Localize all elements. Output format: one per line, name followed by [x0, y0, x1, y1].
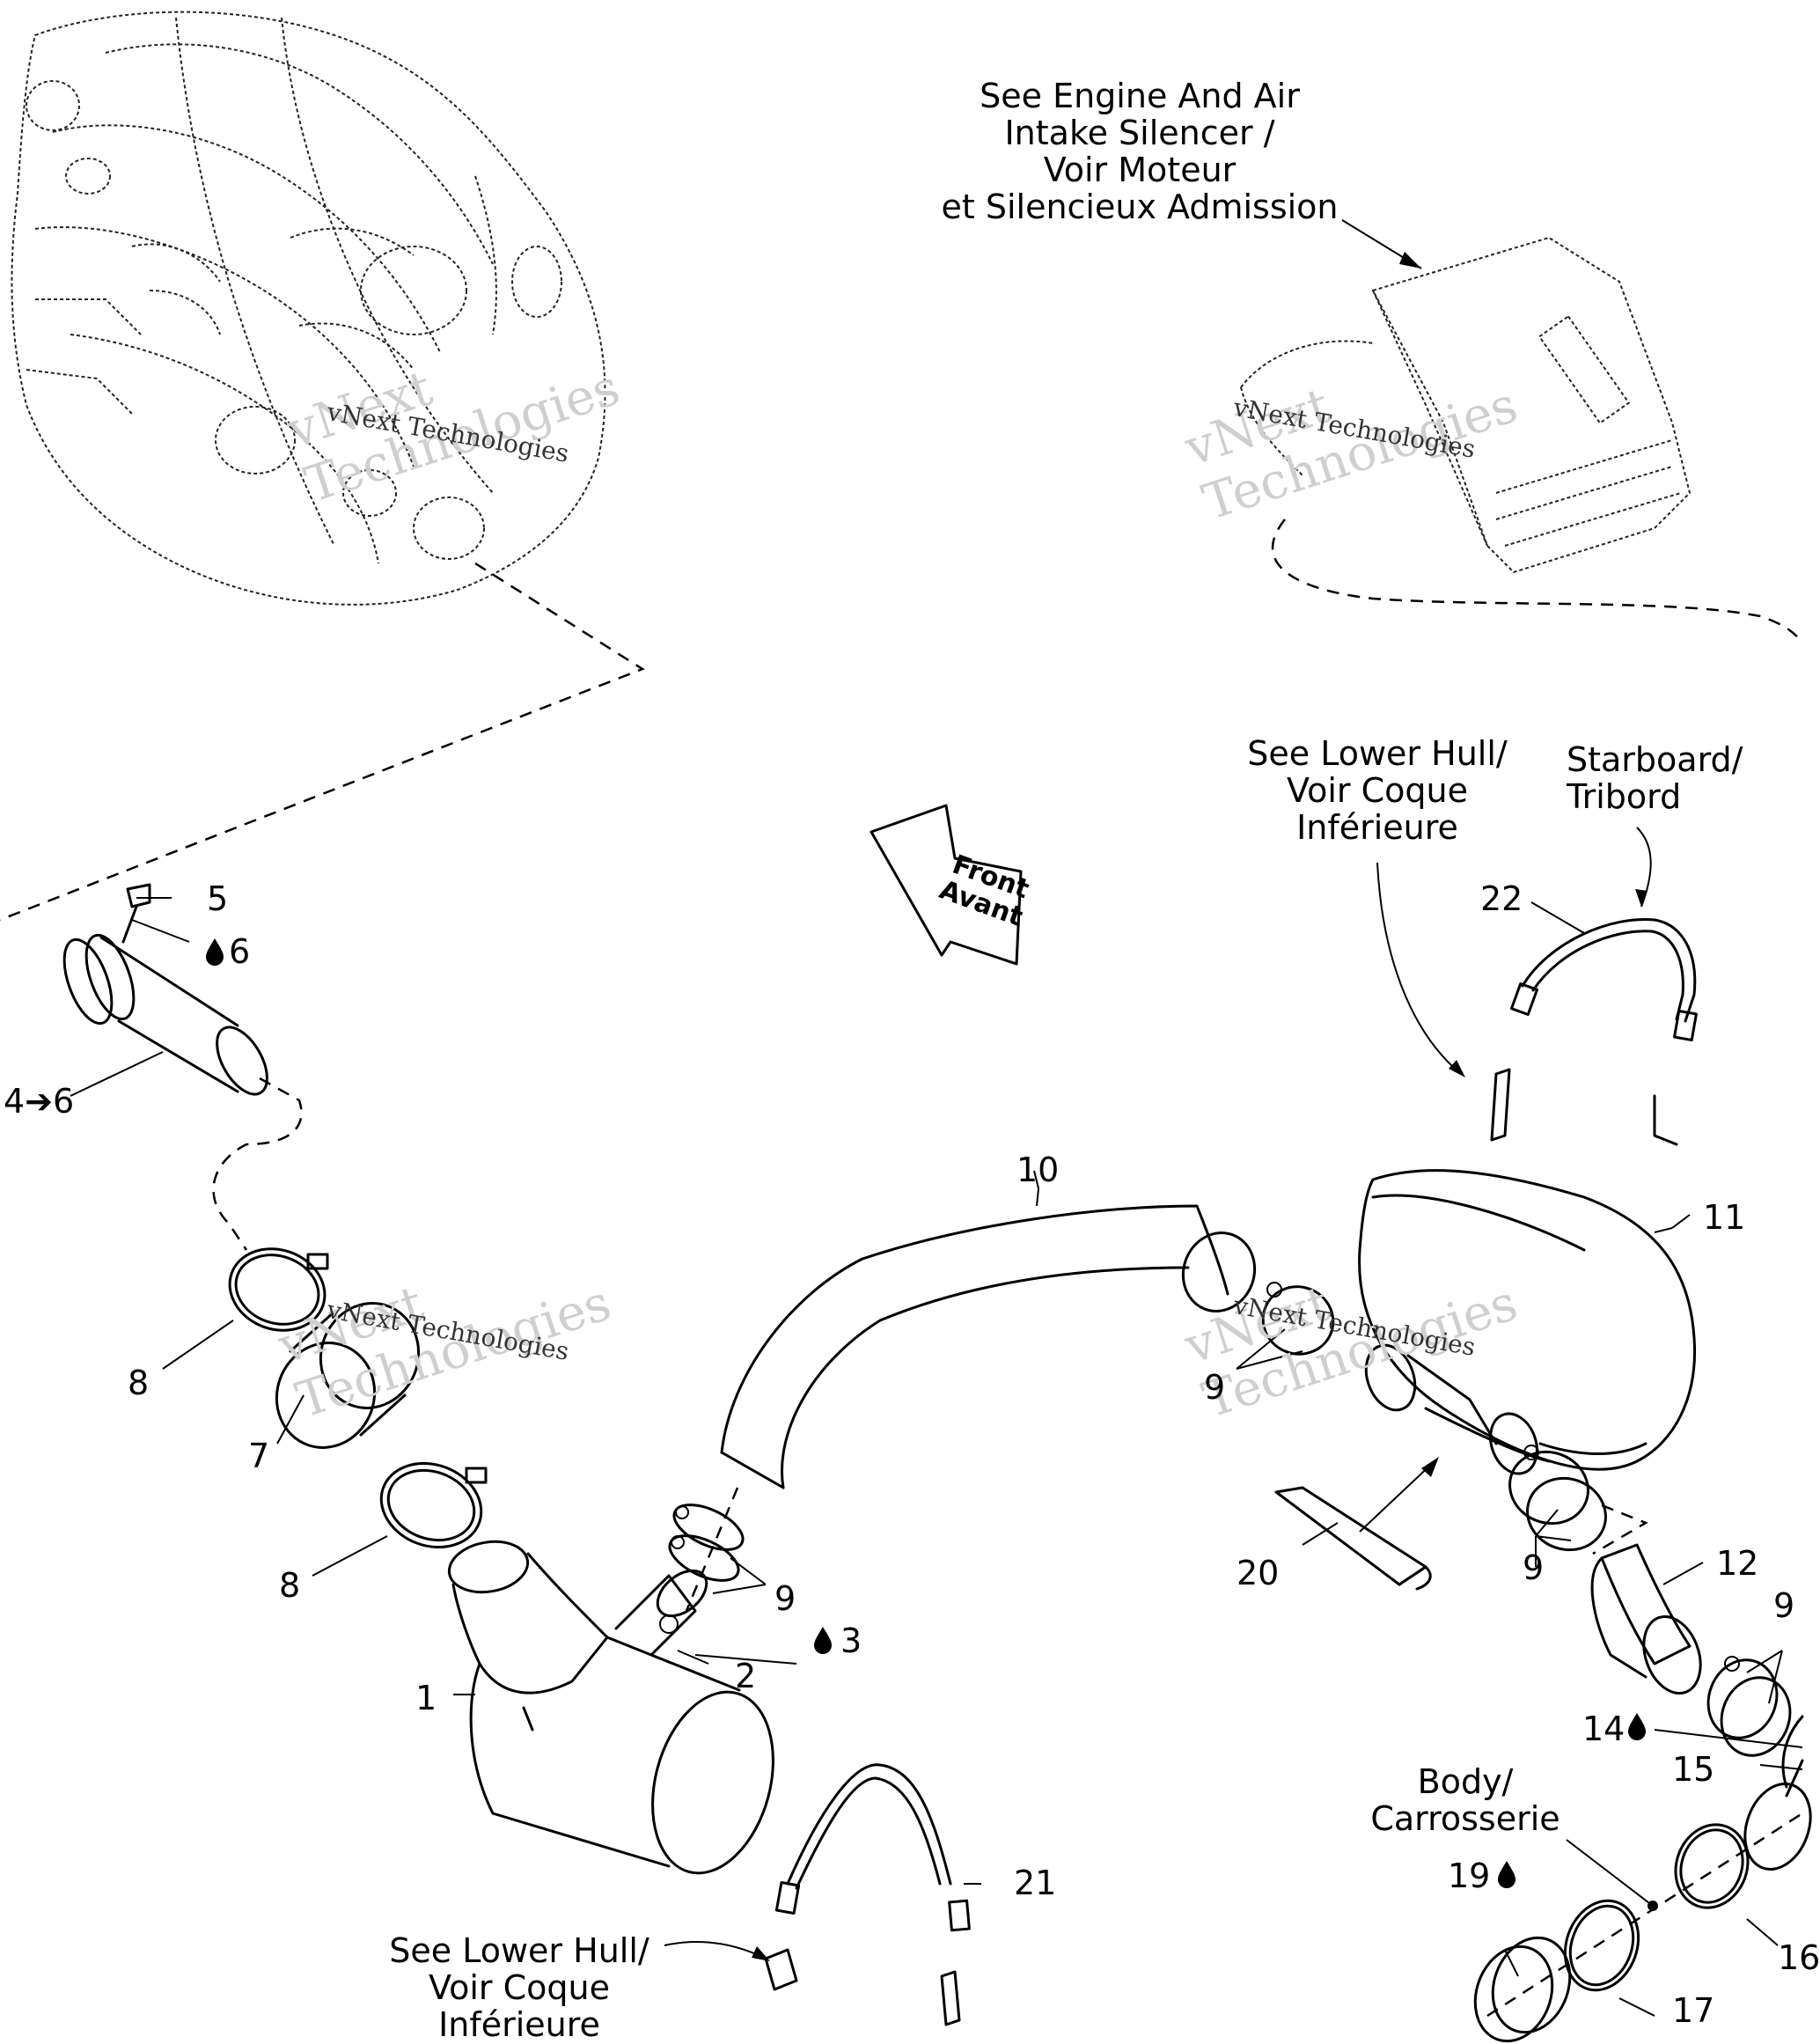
part-16-gasket: [1674, 1823, 1750, 1909]
part-8-clamp-upper: [228, 1247, 329, 1332]
leader-lines: [70, 827, 1803, 2017]
part-9-clamps-center: [668, 1504, 745, 1582]
oil-drop-icon: [814, 1627, 832, 1654]
callout-17: 17: [1672, 1991, 1715, 2030]
part-21-strap: [764, 1763, 971, 2026]
connection-line-4-6: [212, 1077, 303, 1251]
note-lower-hull-bottom: See Lower Hull/ Voir Coque Inférieure: [389, 1931, 649, 2044]
part-10-exhaust-hose: [720, 1204, 1257, 1489]
part-8-clamp-lower: [379, 1461, 488, 1549]
callout-1: 1: [415, 1679, 437, 1717]
callout-11: 11: [1703, 1198, 1746, 1237]
part-20-rubber-strip: [1274, 1486, 1432, 1591]
callout-4-6: 4➔6: [4, 1082, 75, 1121]
oil-drop-icon: [1498, 1861, 1515, 1888]
part-9-clamps-waterbox: [1261, 1282, 1607, 1552]
callout-21: 21: [1014, 1864, 1057, 1902]
part-4-6-outlet-fitting: [62, 883, 268, 1096]
callout-9-right: 9: [1773, 1586, 1795, 1625]
part-7-coupler: [275, 1302, 421, 1449]
callout-12: 12: [1716, 1544, 1759, 1583]
callout-8-lower: 8: [279, 1566, 301, 1605]
connection-line-pipe: [685, 1487, 739, 1612]
note-engine-air-intake: See Engine And Air Intake Silencer / Voi…: [941, 77, 1339, 226]
connection-line-engine: [0, 562, 645, 922]
note-lower-hull-top: See Lower Hull/ Voir Coque Inférieure: [1247, 734, 1508, 847]
air-intake-silencer: [1240, 236, 1692, 574]
callout-15: 15: [1672, 1750, 1715, 1789]
callout-3: 3: [840, 1621, 862, 1660]
oil-drop-icon: [206, 938, 224, 966]
callout-19: 19: [1448, 1857, 1491, 1895]
front-direction-arrow: [870, 804, 1023, 966]
part-1-muffler: [447, 1540, 774, 1875]
callout-9-waterbox: 9: [1204, 1368, 1226, 1407]
callout-9-center: 9: [774, 1579, 796, 1618]
engine-drawing: [11, 11, 606, 606]
note-body: Body/ Carrosserie: [1370, 1762, 1560, 1838]
part-17-ring: [1563, 1899, 1640, 1992]
connection-line-12: [1592, 1504, 1648, 1555]
part-9-clamps-right: [1706, 1656, 1792, 1757]
callout-22: 22: [1480, 879, 1523, 918]
callout-10: 10: [1016, 1151, 1060, 1189]
body-centerline: [1486, 1812, 1803, 2018]
leader-20-arrow: [1359, 1460, 1435, 1533]
note-starboard: Starboard/ Tribord: [1567, 740, 1743, 816]
callout-6: 6: [229, 932, 251, 971]
connection-line-silencer: [1272, 518, 1803, 643]
callout-14: 14: [1582, 1709, 1626, 1748]
part-12-elbow: [1590, 1543, 1702, 1695]
callout-7: 7: [248, 1437, 270, 1475]
callout-2: 2: [735, 1657, 757, 1695]
callout-20: 20: [1237, 1554, 1280, 1592]
callout-16: 16: [1778, 1938, 1820, 1977]
part-22-strap: [1490, 917, 1698, 1146]
oil-drop-icon: [1628, 1713, 1646, 1740]
part-19-nut: [1473, 1936, 1572, 2043]
callout-5: 5: [207, 879, 229, 918]
part-15-outlet: [1743, 1715, 1812, 1871]
callout-9-lower: 9: [1523, 1548, 1545, 1587]
callout-8-upper: 8: [128, 1364, 150, 1402]
